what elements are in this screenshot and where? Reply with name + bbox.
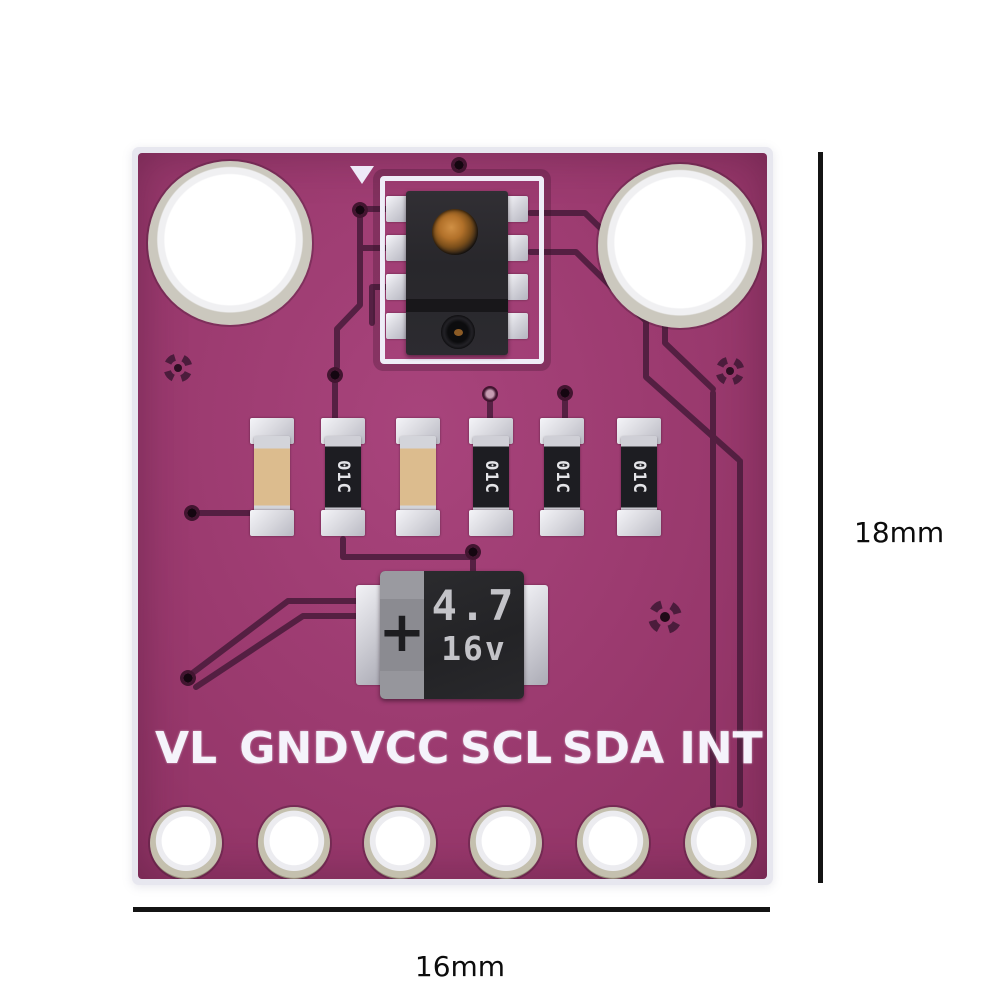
- pin-label-scl: SCL: [459, 723, 553, 774]
- pin-hole-vl: [150, 807, 222, 879]
- sensor-pad: [506, 313, 528, 339]
- via: [352, 202, 368, 218]
- pin-label-int: INT: [679, 723, 763, 774]
- resistor-marking: 01C: [552, 460, 572, 494]
- polarity-stripe: +: [378, 571, 426, 699]
- sensor-silkscreen-outline: [380, 176, 544, 364]
- via: [184, 505, 200, 521]
- lens-glint: [454, 329, 463, 336]
- pcb-surface: 01C 01C 01C: [138, 153, 767, 879]
- pin-label-vcc: VCC: [350, 723, 450, 774]
- solder-pad: [396, 510, 440, 536]
- pcb-module: 01C 01C 01C: [132, 147, 773, 885]
- pin-label-vl: VL: [154, 723, 218, 774]
- solder-pad: [250, 510, 294, 536]
- capacitor-pad-right: [520, 585, 548, 685]
- smd-capacitor: [250, 418, 294, 536]
- resistor-marking: 01C: [481, 460, 501, 494]
- sensor-pad: [506, 274, 528, 300]
- width-dimension-line: [133, 907, 770, 912]
- via: [465, 544, 481, 560]
- sensor-pad: [506, 196, 528, 222]
- smd-resistor: 01C: [540, 418, 584, 536]
- smd-resistor: 01C: [321, 418, 365, 536]
- pin-hole-scl: [470, 807, 542, 879]
- height-dimension-label: 18mm: [854, 516, 945, 549]
- sensor-pad: [386, 313, 408, 339]
- via: [557, 385, 573, 401]
- smd-body: 01C: [325, 436, 361, 518]
- resistor-marking: 01C: [333, 460, 353, 494]
- fiducial-marks: [163, 353, 745, 634]
- pin-hole-vcc: [364, 807, 436, 879]
- via: [180, 670, 196, 686]
- pin-label-gnd: GND: [239, 723, 349, 774]
- sensor-lens: [432, 209, 478, 255]
- sensor-pad: [386, 274, 408, 300]
- smd-resistor: 01C: [469, 418, 513, 536]
- pin-hole-int: [685, 807, 757, 879]
- tantalum-capacitor: + 4.7 16v: [378, 571, 524, 699]
- pin-label-sda: SDA: [561, 723, 665, 774]
- capacitor-pad-left: [356, 585, 384, 685]
- sensor-pad: [386, 235, 408, 261]
- pin-hole-sda: [577, 807, 649, 879]
- smd-body: [254, 436, 290, 518]
- chip-groove: [406, 299, 508, 312]
- solder-pad: [540, 510, 584, 536]
- height-dimension-line: [818, 152, 823, 883]
- via: [451, 157, 467, 173]
- smd-body: 01C: [621, 436, 657, 518]
- pin-hole-gnd: [258, 807, 330, 879]
- mounting-hole-top-right: [598, 164, 762, 328]
- smd-body: [400, 436, 436, 518]
- smd-body: 01C: [473, 436, 509, 518]
- solder-pad: [469, 510, 513, 536]
- sensor-pad: [506, 235, 528, 261]
- via: [482, 386, 498, 402]
- smd-body: 01C: [544, 436, 580, 518]
- capacitor-voltage: 16v: [441, 629, 507, 668]
- sensor-chip: [406, 191, 508, 355]
- resistor-marking: 01C: [629, 460, 649, 494]
- via: [327, 367, 343, 383]
- width-dimension-label: 16mm: [414, 950, 506, 983]
- polarity-plus-mark: +: [378, 600, 426, 665]
- smd-resistor: 01C: [617, 418, 661, 536]
- pin1-triangle-marker: [350, 166, 374, 184]
- ir-emitter-lens: [441, 315, 475, 349]
- solder-pad: [321, 510, 365, 536]
- sensor-pad: [386, 196, 408, 222]
- capacitor-value: 4.7: [431, 581, 517, 630]
- solder-pad: [617, 510, 661, 536]
- smd-capacitor: [396, 418, 440, 536]
- mounting-hole-top-left: [148, 161, 312, 325]
